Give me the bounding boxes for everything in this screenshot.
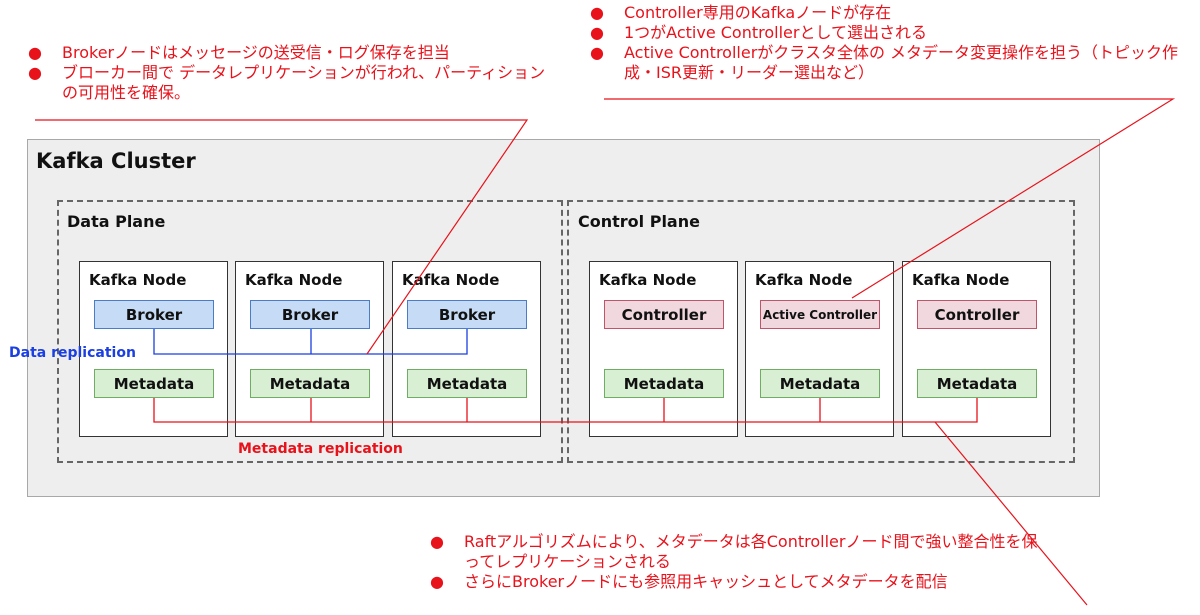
data-plane [57, 200, 563, 463]
note-item: ●ブローカー間で データレプリケーションが行われ、パーティションの可用性を確保。 [28, 63, 546, 102]
data-plane-title: Data Plane [67, 212, 166, 231]
raft-note-leader [934, 421, 1088, 606]
broker-note: ●Brokerノードはメッセージの送受信・ログ保存を担当 ●ブローカー間で デー… [28, 43, 548, 103]
bullet-icon: ● [590, 23, 604, 42]
metadata-box: Metadata [604, 369, 724, 398]
node-title: Kafka Node [755, 271, 853, 289]
note-item: ●Brokerノードはメッセージの送受信・ログ保存を担当 [28, 43, 450, 62]
broker-box: Broker [250, 300, 370, 329]
note-item: ●Raftアルゴリズムにより、メタデータは各Controllerノード間で強い整… [430, 532, 1038, 571]
cluster-title: Kafka Cluster [36, 149, 196, 173]
data-replication-label: Data replication [9, 345, 136, 361]
broker-note-leader [35, 119, 529, 355]
node-title: Kafka Node [912, 271, 1010, 289]
node-title: Kafka Node [599, 271, 697, 289]
metadata-replication-label: Metadata replication [238, 441, 403, 457]
controller-box: Controller [917, 300, 1037, 329]
bullet-icon: ● [430, 532, 444, 551]
node-title: Kafka Node [245, 271, 343, 289]
bullet-icon: ● [430, 572, 444, 591]
note-item: ●1つがActive Controllerとして選出される [590, 23, 927, 42]
controller-box: Controller [604, 300, 724, 329]
broker-box: Broker [94, 300, 214, 329]
note-item: ●さらにBrokerノードにも参照用キャッシュとしてメタデータを配信 [430, 572, 948, 591]
metadata-box: Metadata [94, 369, 214, 398]
metadata-box: Metadata [407, 369, 527, 398]
metadata-box: Metadata [760, 369, 880, 398]
node-title: Kafka Node [89, 271, 187, 289]
active-controller-box: Active Controller [760, 300, 880, 329]
bullet-icon: ● [28, 63, 42, 82]
broker-box: Broker [407, 300, 527, 329]
metadata-replication-line [153, 398, 978, 423]
node-title: Kafka Node [402, 271, 500, 289]
data-kafka-node [235, 261, 384, 437]
control-plane [567, 200, 1075, 463]
note-item: ●Controller専用のKafkaノードが存在 [590, 3, 892, 22]
raft-note: ●Raftアルゴリズムにより、メタデータは各Controllerノード間で強い整… [430, 532, 1040, 592]
metadata-box: Metadata [250, 369, 370, 398]
note-item: ●Active Controllerがクラスタ全体の メタデータ変更操作を担う（… [590, 43, 1179, 82]
metadata-box: Metadata [917, 369, 1037, 398]
controller-note: ●Controller専用のKafkaノードが存在 ●1つがActive Con… [590, 3, 1180, 83]
bullet-icon: ● [28, 43, 42, 62]
controller-note-leader [604, 98, 1176, 299]
bullet-icon: ● [590, 3, 604, 22]
control-plane-title: Control Plane [578, 212, 700, 231]
bullet-icon: ● [590, 43, 604, 62]
